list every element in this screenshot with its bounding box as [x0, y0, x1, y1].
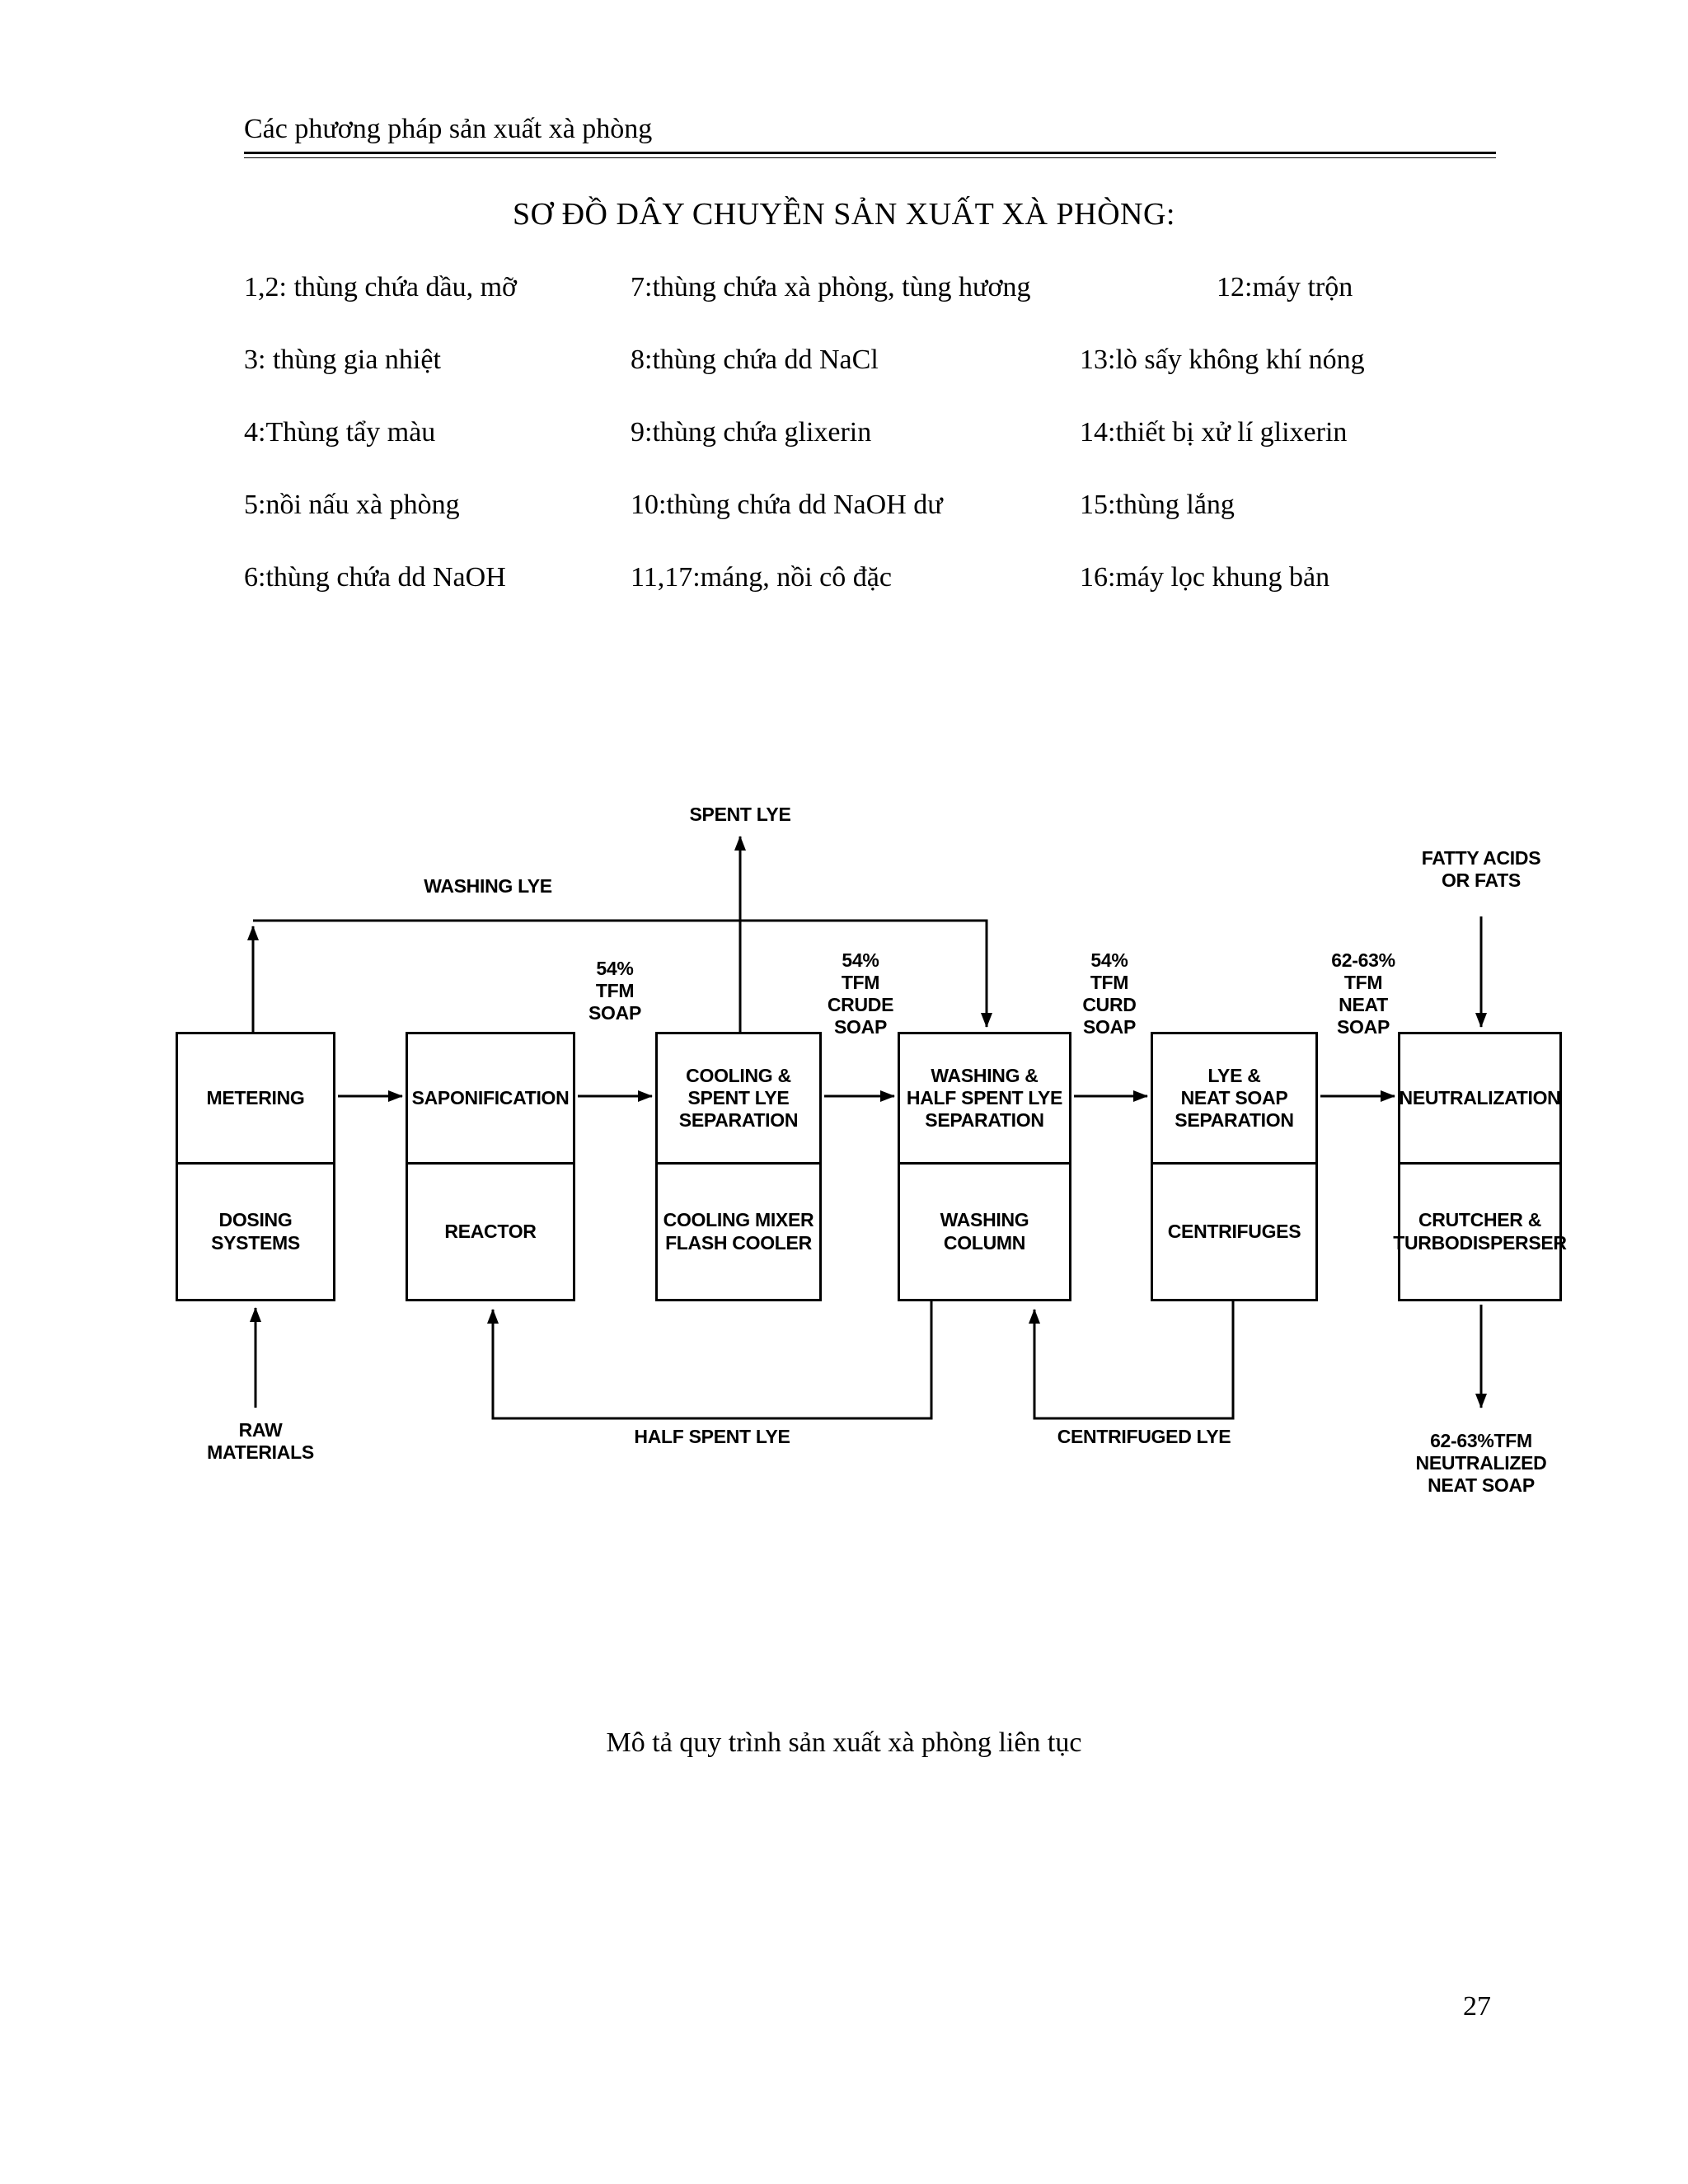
process-box-neutralization: NEUTRALIZATION CRUTCHER & TURBODISPERSER: [1393, 1032, 1567, 1301]
header-rule-thick: [244, 152, 1496, 154]
tfm-curd-soap-label: 54% TFM CURD SOAP: [1082, 949, 1137, 1038]
legend-item: 13:lò sấy không khí nóng: [1080, 344, 1365, 375]
legend-item: 14:thiết bị xử lí glixerin: [1080, 417, 1348, 448]
legend-item: 9:thùng chứa glixerin: [631, 417, 872, 448]
stage-label: NEUTRALIZATION: [1400, 1034, 1561, 1165]
stage-label: COOLING & SPENT LYE SEPARATION: [658, 1034, 819, 1165]
figure-caption: Mô tả quy trình sản xuất xà phòng liên t…: [606, 1727, 1082, 1758]
legend-item: 1,2: thùng chứa dầu, mỡ: [244, 272, 518, 302]
half-spent-lye-label: HALF SPENT LYE: [634, 1426, 790, 1447]
page-number: 27: [1463, 1991, 1491, 2022]
tfm-neat-soap-label: 62-63% TFM NEAT SOAP: [1331, 949, 1395, 1038]
legend-item: 8:thùng chứa dd NaCl: [631, 344, 879, 375]
stage-label: METERING: [178, 1034, 333, 1165]
process-box-lye-neat-soap-separation: LYE & NEAT SOAP SEPARATION CENTRIFUGES: [1151, 1032, 1318, 1301]
legend-item: 16:máy lọc khung bản: [1080, 562, 1330, 593]
stage-label: LYE & NEAT SOAP SEPARATION: [1153, 1034, 1315, 1165]
legend-item: 6:thùng chứa dd NaOH: [244, 562, 506, 593]
tfm-crude-soap-label: 54% TFM CRUDE SOAP: [827, 949, 894, 1038]
stage-label: SAPONIFICATION: [408, 1034, 573, 1165]
equipment-label: DOSING SYSTEMS: [211, 1209, 300, 1254]
legend-item: 11,17:máng, nồi cô đặc: [631, 562, 892, 593]
tfm-soap-label: 54% TFM SOAP: [588, 958, 641, 1024]
legend-item: 10:thùng chứa dd NaOH dư: [631, 490, 943, 520]
half-spent-lye-line: [487, 1301, 933, 1420]
equipment-label: CENTRIFUGES: [1167, 1220, 1301, 1242]
equipment-label: COOLING MIXER FLASH COOLER: [663, 1209, 814, 1254]
legend-item: 12:máy trộn: [1217, 272, 1353, 302]
header-rule-thin: [244, 157, 1496, 158]
process-box-saponification: SAPONIFICATION REACTOR: [406, 1032, 575, 1301]
centrifuged-lye-line: [1029, 1301, 1235, 1420]
legend-item: 7:thùng chứa xà phòng, tùng hương: [631, 272, 1031, 302]
legend-item: 4:Thùng tẩy màu: [244, 417, 436, 448]
equipment-label: WASHING COLUMN: [940, 1209, 1029, 1254]
stage-label: WASHING & HALF SPENT LYE SEPARATION: [900, 1034, 1069, 1165]
neutralized-neat-soap-label: 62-63%TFM NEUTRALIZED NEAT SOAP: [1415, 1430, 1547, 1497]
legend-item: 3: thùng gia nhiệt: [244, 344, 441, 375]
equipment-label: REACTOR: [444, 1220, 537, 1242]
process-box-cooling-separation: COOLING & SPENT LYE SEPARATION COOLING M…: [655, 1032, 822, 1301]
spent-lye-label: SPENT LYE: [689, 804, 791, 825]
running-header: Các phương pháp sản xuất xà phòng: [244, 114, 653, 144]
equipment-label: CRUTCHER & TURBODISPERSER: [1393, 1209, 1567, 1254]
page-title: SƠ ĐỒ DÂY CHUYỀN SẢN XUẤT XÀ PHÒNG:: [513, 197, 1175, 232]
process-box-metering: METERING DOSING SYSTEMS: [176, 1032, 335, 1301]
process-box-washing-separation: WASHING & HALF SPENT LYE SEPARATION WASH…: [898, 1032, 1071, 1301]
washing-lye-line: [253, 919, 992, 1028]
washing-lye-label: WASHING LYE: [424, 875, 552, 897]
legend-item: 5:nồi nấu xà phòng: [244, 490, 460, 520]
centrifuged-lye-label: CENTRIFUGED LYE: [1057, 1426, 1231, 1447]
legend-item: 15:thùng lắng: [1080, 490, 1235, 520]
fatty-acids-label: FATTY ACIDS OR FATS: [1421, 847, 1541, 892]
raw-materials-label: RAW MATERIALS: [207, 1419, 314, 1464]
